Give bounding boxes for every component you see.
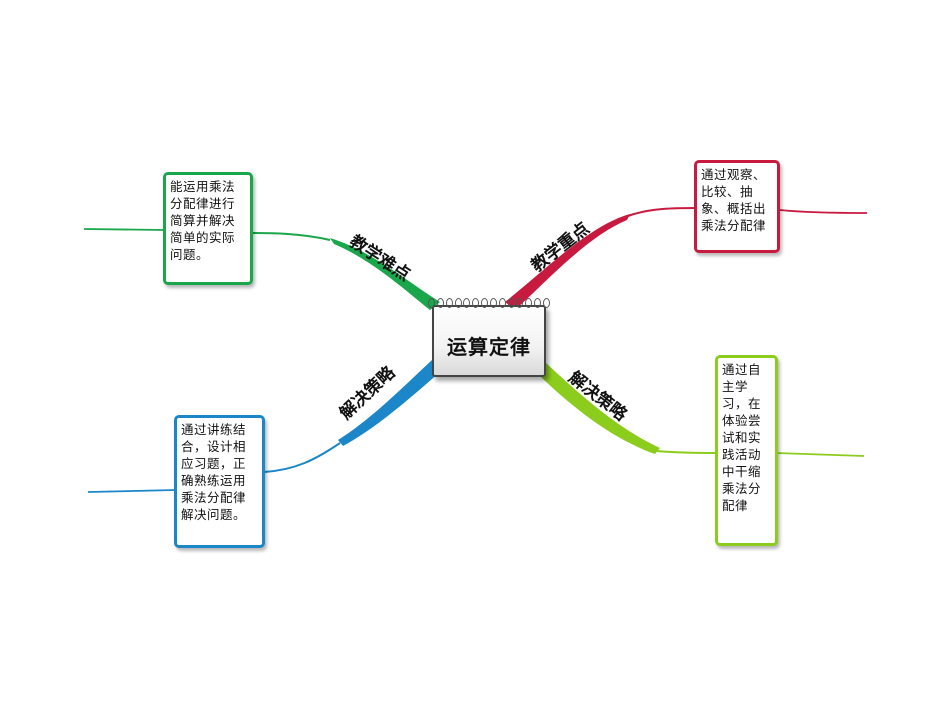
connector-top-left xyxy=(249,232,331,241)
leaf-line: 乘法分配律 xyxy=(701,218,767,233)
connector-bottom-left xyxy=(263,442,341,473)
connector-top-right xyxy=(627,207,698,217)
ring xyxy=(516,298,524,308)
leaf-line: 中干缩 xyxy=(722,464,762,479)
leaf-line: 配律 xyxy=(722,498,749,513)
connector-bottom-right xyxy=(656,450,718,454)
leaf-line: 乘法分配律 xyxy=(181,490,247,505)
branch-ribbon-top-left xyxy=(330,238,440,310)
leaf-line: 简单的实际 xyxy=(170,230,236,245)
leaf-line: 通过观察、 xyxy=(701,167,767,182)
ring xyxy=(472,298,480,308)
leaf-line: 主学 xyxy=(722,379,749,394)
ring xyxy=(428,298,435,308)
leaf-line: 习，在 xyxy=(722,396,762,411)
leaf-line: 通过讲练结 xyxy=(181,422,247,437)
leaf-line: 体验尝 xyxy=(722,413,762,428)
leaf-line: 问题。 xyxy=(170,247,210,262)
leaf-line: 确熟练运用 xyxy=(181,473,247,488)
stub-bottom-left xyxy=(87,489,177,493)
leaf-box-top-left: 能运用乘法 分配律进行 简算并解决 简单的实际 问题。 xyxy=(163,172,253,285)
ring xyxy=(436,298,444,308)
leaf-line: 应习题，正 xyxy=(181,456,247,471)
ring xyxy=(542,298,550,308)
leaf-line: 乘法分 xyxy=(722,481,762,496)
leaf-box-bottom-right: 通过自 主学 习，在 体验尝 试和实 践活动 中干缩 乘法分 配律 xyxy=(715,355,778,546)
leaf-line: 通过自 xyxy=(722,362,762,377)
stub-bottom-right xyxy=(775,452,865,457)
leaf-line: 能运用乘法 xyxy=(170,179,236,194)
ring xyxy=(481,298,489,308)
ring xyxy=(534,298,542,308)
ring xyxy=(445,298,453,308)
leaf-line: 践活动 xyxy=(722,447,762,462)
leaf-line: 简算并解决 xyxy=(170,213,236,228)
branch-ribbon-top-right xyxy=(505,214,630,310)
leaf-line: 试和实 xyxy=(722,430,762,445)
notepad-rings xyxy=(428,298,550,310)
leaf-line: 解决问题。 xyxy=(181,507,247,522)
leaf-box-top-right: 通过观察、 比较、抽 象、概括出 乘法分配律 xyxy=(694,160,780,253)
center-title: 运算定律 xyxy=(447,335,531,359)
leaf-line: 分配律进行 xyxy=(170,196,236,211)
ring xyxy=(507,298,515,308)
center-node: 运算定律 xyxy=(432,305,546,377)
leaf-line: 比较、抽 xyxy=(701,184,754,199)
branch-ribbon-bottom-left xyxy=(338,360,440,446)
ring xyxy=(498,298,506,308)
ring xyxy=(463,298,471,308)
leaf-line: 合，设计相 xyxy=(181,439,247,454)
branch-ribbon-bottom-right xyxy=(540,362,660,454)
stub-top-right xyxy=(779,209,868,214)
leaf-box-bottom-left: 通过讲练结 合，设计相 应习题，正 确熟练运用 乘法分配律 解决问题。 xyxy=(174,415,265,548)
leaf-line: 象、概括出 xyxy=(701,201,767,216)
ring xyxy=(489,298,497,308)
ring xyxy=(525,298,533,308)
stub-top-left xyxy=(83,228,166,231)
ring xyxy=(454,298,462,308)
